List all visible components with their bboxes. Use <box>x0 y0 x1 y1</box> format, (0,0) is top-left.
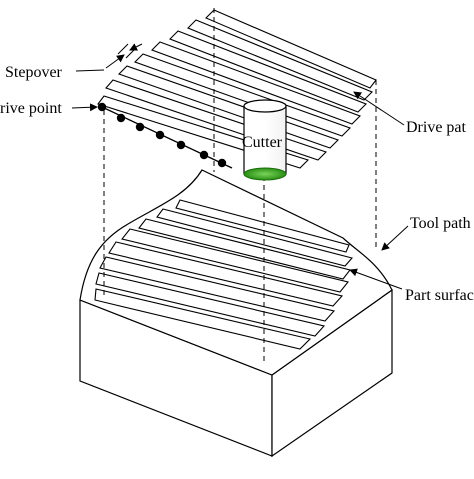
slot <box>156 208 354 267</box>
tool-path-leader <box>381 225 409 251</box>
projection-lines <box>103 8 377 456</box>
drive-point-leader <box>71 103 98 112</box>
stepover-label: Stepover <box>5 64 63 81</box>
part-surface-leader <box>349 268 403 290</box>
drive-point-dot <box>135 122 145 132</box>
slot <box>138 218 351 280</box>
drive-strip <box>151 41 361 125</box>
cutter-label: Cutter <box>242 134 283 151</box>
slot <box>121 228 349 293</box>
drive-strip <box>205 9 377 89</box>
cutter-top <box>243 99 287 113</box>
drive-strip <box>187 19 373 101</box>
drive-point-dot <box>199 150 209 160</box>
cutter-tool: Cutter <box>242 99 287 181</box>
drive-point-dot <box>176 140 186 150</box>
slot <box>108 241 344 307</box>
drive-point-dot <box>155 130 165 140</box>
drive-path-strips <box>97 9 377 169</box>
drive-point-dot <box>217 158 227 168</box>
slot <box>94 288 312 350</box>
drive-path-label: Drive pat <box>406 119 467 136</box>
slot <box>99 256 336 322</box>
cutter-tip <box>243 167 287 181</box>
slot <box>175 199 350 253</box>
stepover-dimension <box>105 43 143 69</box>
tool-path-label: Tool path <box>410 215 471 232</box>
drive-path-leader <box>353 91 405 126</box>
drive-point-dot <box>97 102 107 112</box>
drive-point-dot <box>116 113 126 123</box>
drive-strip <box>169 30 367 113</box>
drive-point-label: rive point <box>0 100 62 117</box>
drive-points <box>97 102 233 169</box>
tool-path-slots <box>94 199 354 350</box>
part-surface-label: Part surfac <box>405 287 474 304</box>
slot <box>95 272 326 337</box>
